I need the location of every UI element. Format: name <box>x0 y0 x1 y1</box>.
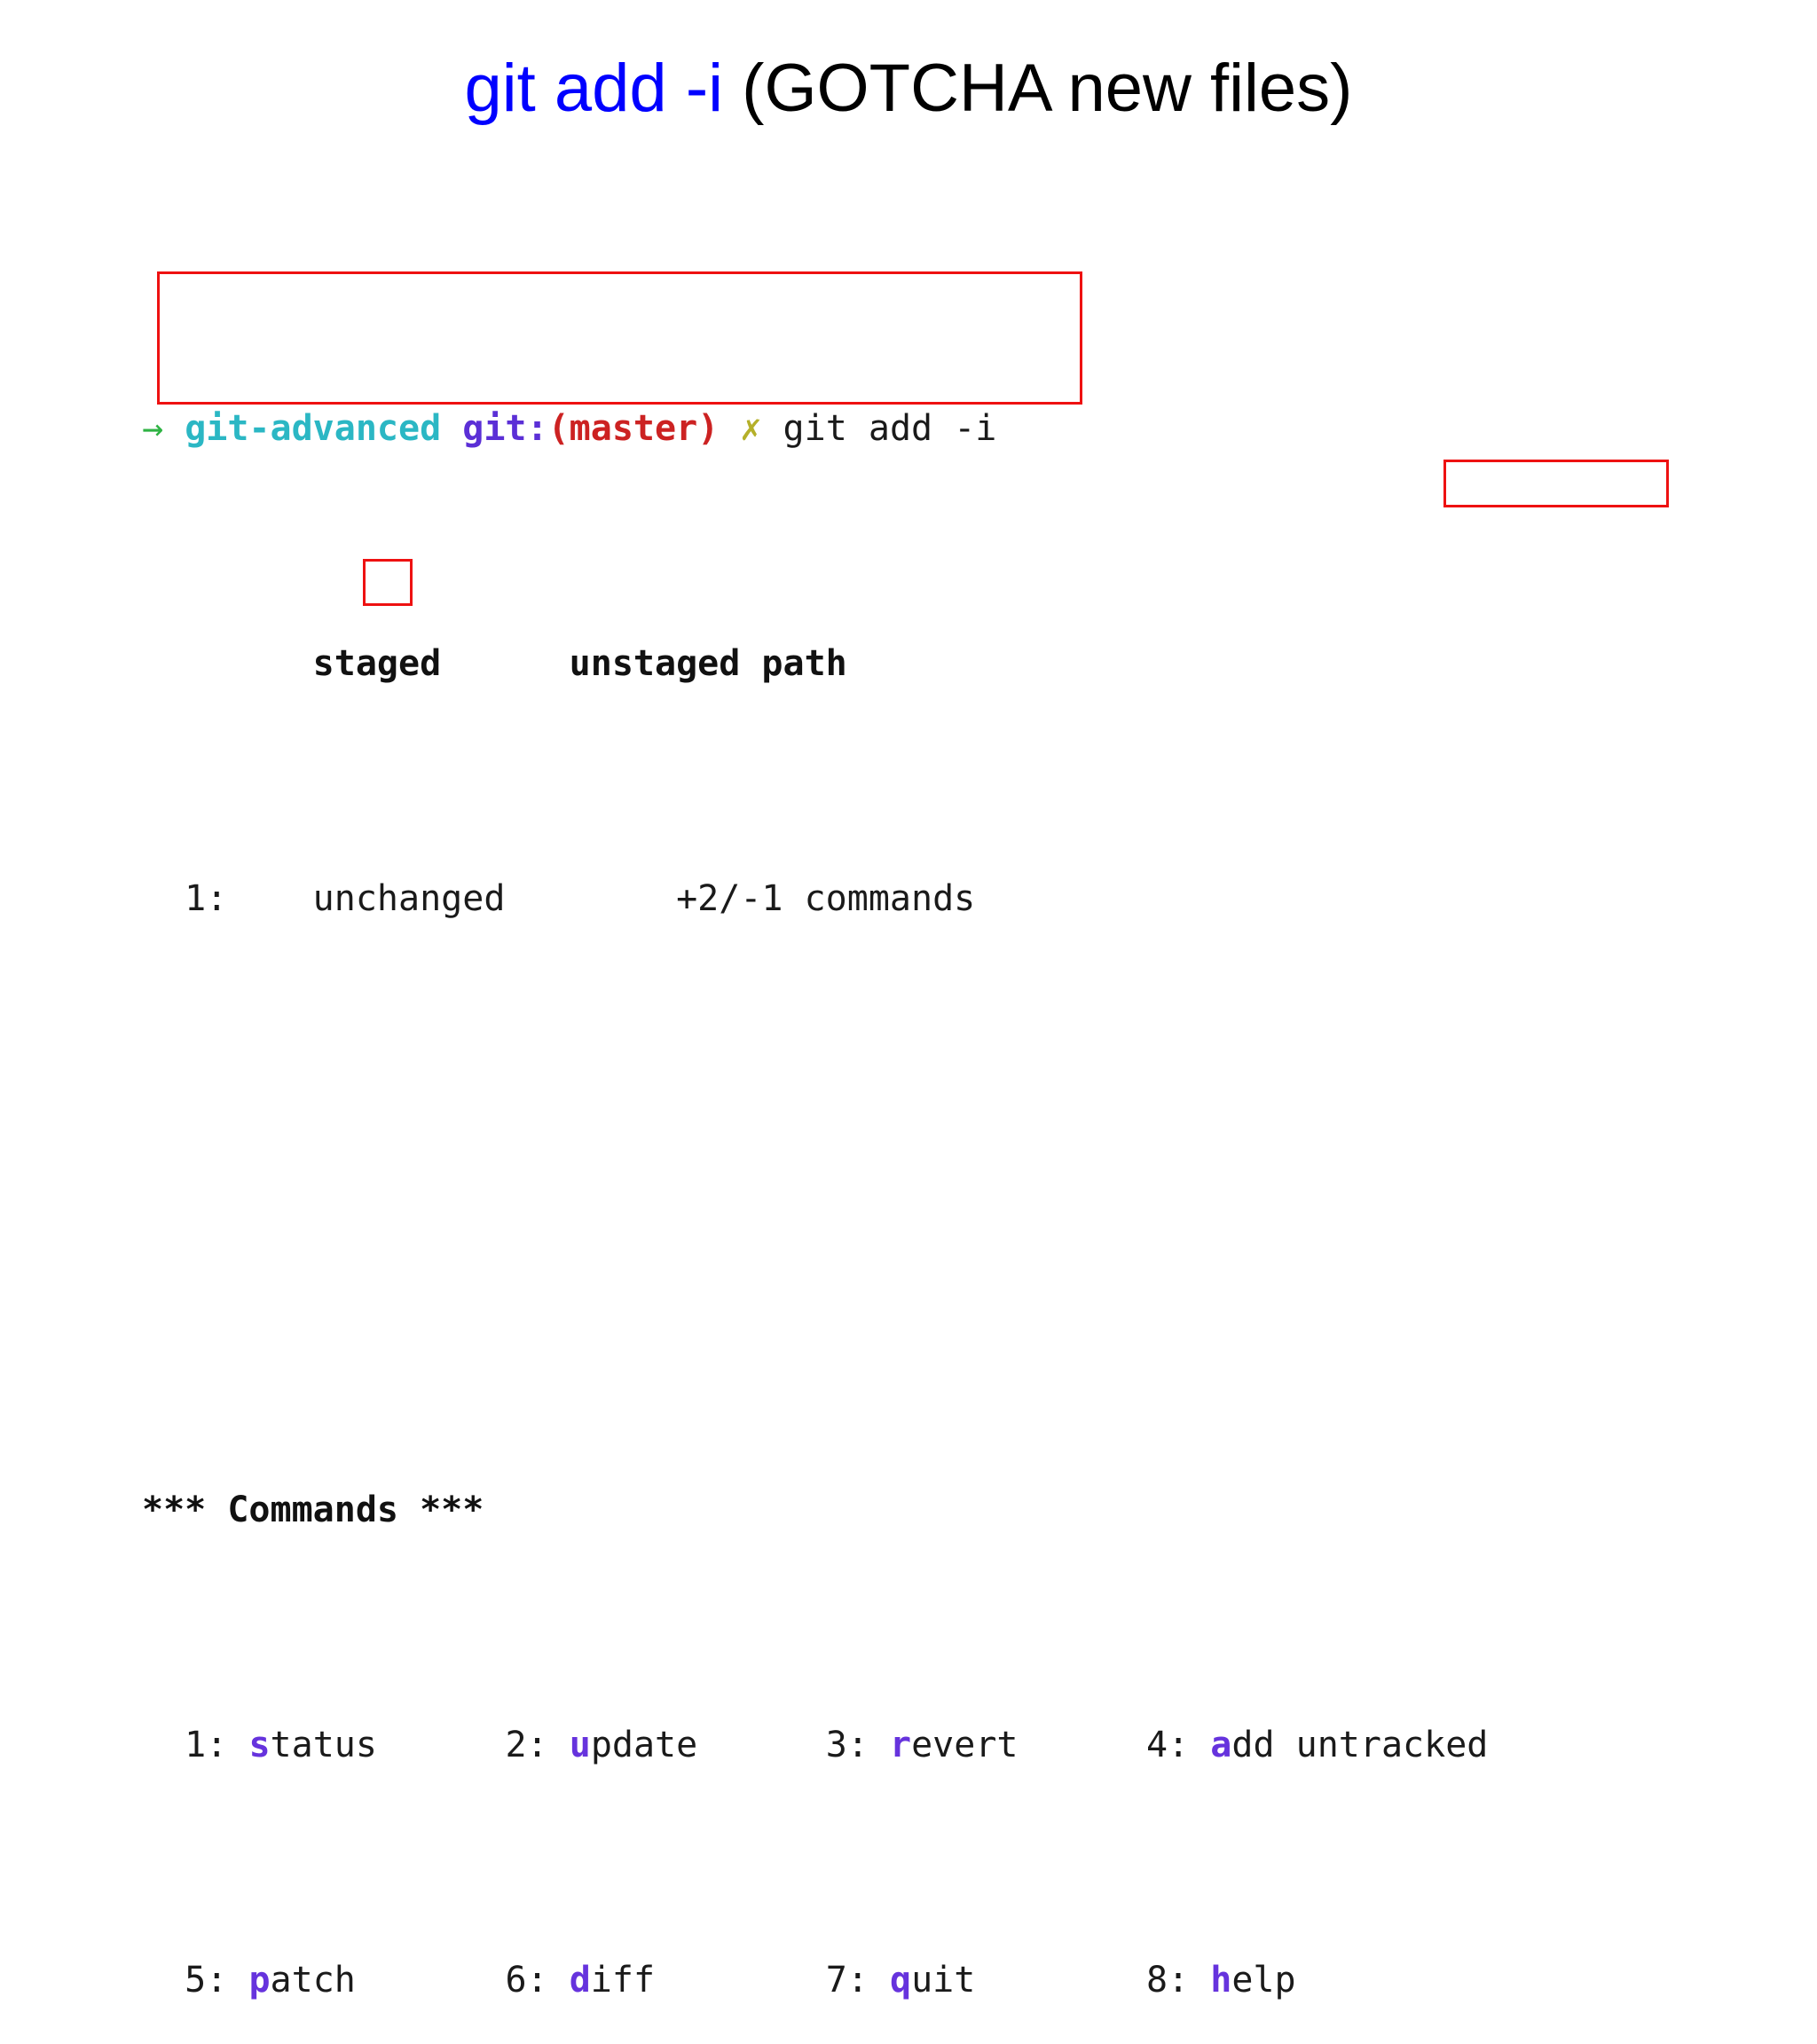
commands-row-1: 1: status 2: update 3: revert 4: add unt… <box>142 1722 1757 1769</box>
command-label-quit[interactable]: uit <box>911 1960 976 2001</box>
command-label-diff[interactable]: iff <box>590 1960 656 2001</box>
prompt-arrow-icon: → <box>142 408 164 449</box>
command-number-4: 4: <box>1146 1725 1190 1765</box>
command-key-diff[interactable]: d <box>569 1960 591 2001</box>
page-title-accent: git add -i <box>464 51 724 126</box>
command-number-7: 7: <box>825 1960 869 2001</box>
status-row-index: 1: <box>185 878 228 919</box>
command-key-revert[interactable]: r <box>890 1725 912 1765</box>
status-row-unstaged: +2/-1 <box>676 878 783 919</box>
command-key-status[interactable]: s <box>248 1725 271 1765</box>
status-table-spacer-2 <box>142 1252 1757 1299</box>
command-label-status[interactable]: tatus <box>270 1725 377 1765</box>
command-number-2: 2: <box>505 1725 548 1765</box>
commands-row-2: 5: patch 6: diff 7: quit 8: help <box>142 1957 1757 2004</box>
command-key-help[interactable]: h <box>1210 1960 1232 2001</box>
status-row-path: commands <box>804 878 976 919</box>
command-label-update[interactable]: pdate <box>590 1725 698 1765</box>
prompt-status-mark-icon: ✗ <box>740 408 762 449</box>
command-number-3: 3: <box>825 1725 869 1765</box>
command-number-5: 5: <box>185 1960 228 2001</box>
status-header-unstaged: unstaged <box>569 643 741 684</box>
command-number-6: 6: <box>505 1960 548 2001</box>
command-key-update[interactable]: u <box>569 1725 591 1765</box>
command-key-quit[interactable]: q <box>889 1960 912 2001</box>
status-table-spacer <box>142 1111 1757 1158</box>
status-row-staged: unchanged <box>312 878 506 919</box>
page-title: git add -i (GOTCHA new files) <box>0 55 1817 122</box>
commands-header: *** Commands *** <box>142 1490 484 1530</box>
status-table-row: 1: unchanged +2/-1 commands <box>142 876 1757 923</box>
command-label-patch[interactable]: atch <box>270 1960 356 2001</box>
status-table-header: staged unstaged path <box>142 641 1757 688</box>
command-label-revert[interactable]: evert <box>911 1725 1019 1765</box>
status-header-staged: staged <box>312 643 442 684</box>
command-key-add[interactable]: a <box>1210 1725 1232 1765</box>
terminal-prompt-line: → git-advanced git:(master) ✗ git add -i <box>142 405 1757 452</box>
page-title-plain: (GOTCHA new files) <box>723 51 1353 126</box>
command-label-add-untracked[interactable]: untracked <box>1295 1725 1489 1765</box>
command-number-1: 1: <box>185 1725 228 1765</box>
terminal-output: → git-advanced git:(master) ✗ git add -i… <box>142 217 1757 2044</box>
prompt-command: git add -i <box>783 408 997 449</box>
command-number-8: 8: <box>1145 1960 1190 2001</box>
command-label-help[interactable]: elp <box>1231 1960 1296 2001</box>
prompt-directory: git-advanced <box>185 408 442 449</box>
command-label-add[interactable]: dd <box>1231 1725 1275 1765</box>
command-key-patch[interactable]: p <box>248 1960 271 2001</box>
prompt-git-label: git: <box>462 408 548 449</box>
prompt-branch: (master) <box>547 408 720 449</box>
status-header-path: path <box>761 643 847 684</box>
